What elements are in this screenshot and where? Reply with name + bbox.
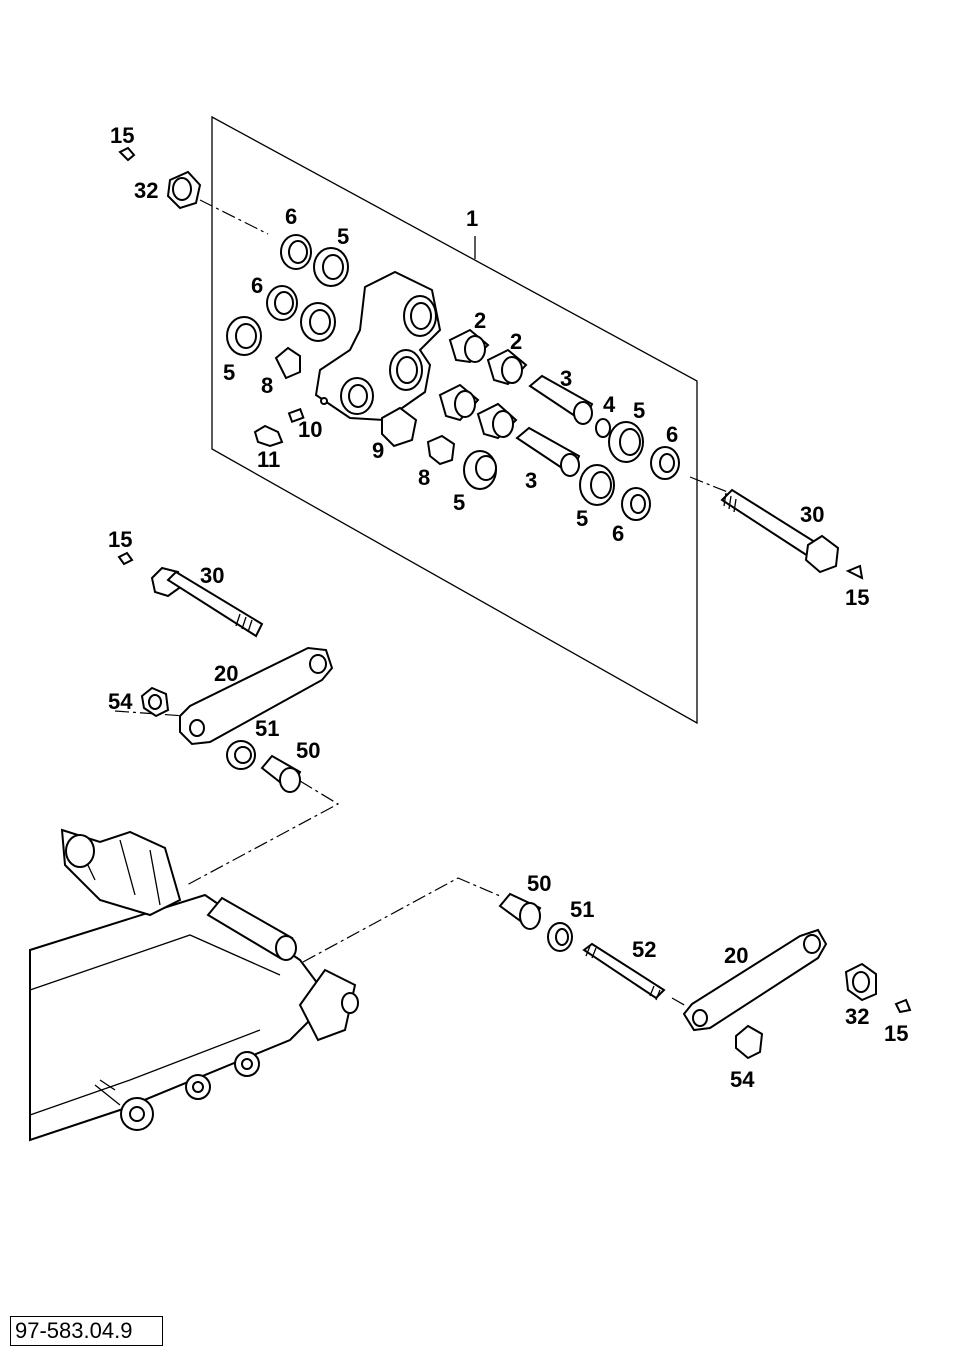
bushing-5-left-inner: [300, 302, 336, 342]
seal-ring-6-right-upper: [650, 446, 680, 480]
needle-bearing-2-a: [448, 328, 490, 364]
grease-nipple-lower-right: [894, 998, 912, 1014]
nut-32-right: [844, 962, 877, 1002]
grease-nipple-10: [287, 407, 305, 424]
label-54a: 54: [108, 689, 133, 714]
label-6a: 6: [285, 204, 297, 229]
needle-bearing-lower-a: [438, 383, 480, 422]
o-ring-4: [595, 418, 611, 438]
label-8b: 8: [418, 465, 430, 490]
bushing-5-center: [463, 450, 497, 490]
label-32b: 32: [845, 1004, 869, 1029]
label-15d: 15: [884, 1021, 908, 1046]
label-5b: 5: [223, 360, 235, 385]
label-1: 1: [466, 206, 478, 231]
nut-54-left: [140, 686, 170, 718]
label-15b: 15: [108, 527, 132, 552]
sleeve-3-upper: [528, 374, 594, 425]
grease-nipple-left: [117, 551, 134, 566]
spacer-51-left: [226, 740, 256, 770]
seal-ring-6-left: [266, 285, 298, 321]
reference-code-box: 97-583.04.9: [10, 1316, 163, 1346]
label-20a: 20: [214, 661, 238, 686]
label-6d: 6: [612, 521, 624, 546]
label-9: 9: [372, 438, 384, 463]
label-5e: 5: [576, 506, 588, 531]
label-30a: 30: [200, 563, 224, 588]
label-15c: 15: [845, 585, 869, 610]
bushing-9: [381, 406, 418, 448]
label-3a: 3: [560, 366, 572, 391]
label-50a: 50: [296, 738, 320, 763]
label-51a: 51: [255, 716, 279, 741]
label-8a: 8: [261, 373, 273, 398]
label-6c: 6: [666, 422, 678, 447]
label-2b: 2: [510, 329, 522, 354]
bushing-5-right-upper: [608, 421, 644, 463]
label-15a: 15: [110, 123, 134, 148]
label-4: 4: [603, 392, 616, 417]
nut-54-right: [735, 1024, 764, 1060]
label-50b: 50: [527, 871, 551, 896]
linkage-lever-housing: [314, 270, 442, 422]
spacer-51-right: [547, 922, 573, 952]
shaft-52: [582, 942, 666, 1001]
label-20b: 20: [724, 943, 748, 968]
label-10: 10: [298, 417, 322, 442]
swingarm-frame: [29, 828, 359, 1142]
label-52: 52: [632, 937, 656, 962]
bushing-50-right: [498, 892, 542, 930]
label-51b: 51: [570, 897, 594, 922]
label-5a: 5: [337, 224, 349, 249]
label-30b: 30: [800, 502, 824, 527]
needle-bearing-2-b: [486, 348, 528, 386]
cap-8-center: [426, 434, 456, 466]
link-rod-20-upper: [179, 646, 334, 746]
kit-outline-panel: [211, 115, 698, 725]
part-labels: 1 2 2 3 3 4 5 5 5 5 5 6 6 6 6 8 8 9 10 1…: [108, 123, 908, 1092]
bushing-5-upper: [313, 247, 349, 287]
grease-nipple-icon: [118, 146, 136, 162]
label-5d: 5: [633, 398, 645, 423]
label-2a: 2: [474, 308, 486, 333]
bushing-5-right-lower: [579, 464, 615, 506]
assembly-axis-lines: [114, 199, 736, 1007]
sleeve-3-lower: [515, 426, 581, 477]
seal-ring-6-right-lower: [621, 487, 651, 521]
bushing-50-left: [260, 754, 302, 793]
label-3b: 3: [525, 468, 537, 493]
bushing-5-left: [226, 316, 262, 356]
needle-bearing-lower-b: [476, 402, 518, 440]
label-32a: 32: [134, 178, 158, 203]
grease-nipple-right: [845, 564, 864, 580]
label-11: 11: [257, 447, 280, 472]
bolt-30-right: [720, 488, 840, 574]
label-6b: 6: [251, 273, 263, 298]
bolt-30-left: [150, 566, 264, 638]
label-5c: 5: [453, 490, 465, 515]
reference-code: 97-583.04.9: [15, 1318, 133, 1343]
seal-ring-6-upper: [280, 234, 312, 270]
cap-8-left: [274, 346, 301, 380]
label-54b: 54: [730, 1067, 755, 1092]
wing-nut-11: [253, 424, 284, 448]
link-rod-20-lower: [682, 928, 828, 1032]
nut-32-top: [166, 170, 202, 210]
